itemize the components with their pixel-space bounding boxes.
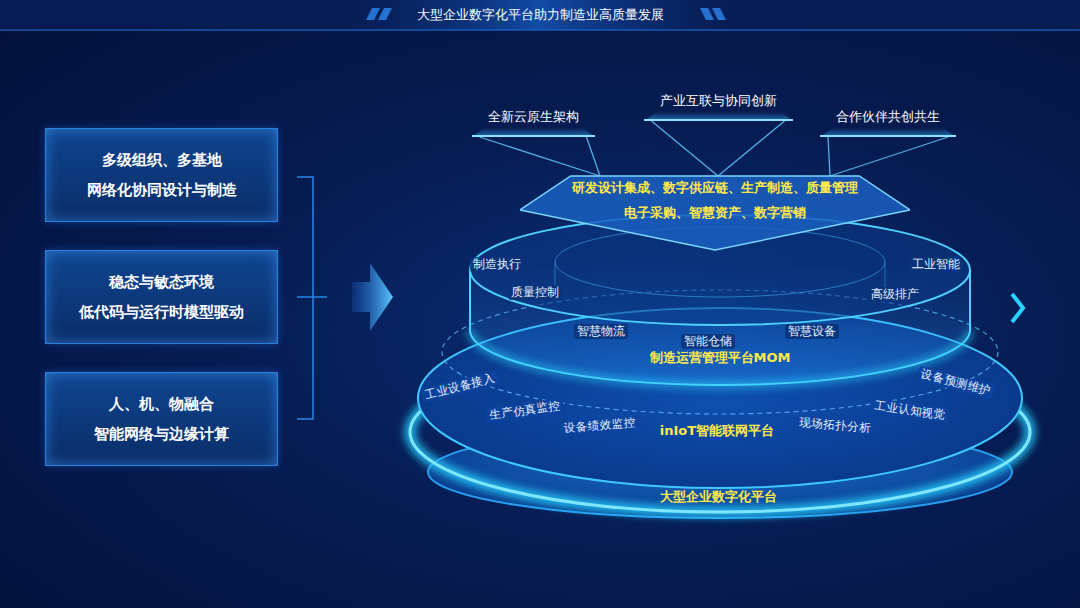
platform-layer: 制造运营管理平台MOM (644, 348, 797, 368)
node-text: 全新云原生架构 (488, 108, 579, 126)
ring-item: 智能仓储 (681, 334, 735, 349)
converging-line (480, 137, 601, 176)
node-text: 稳态与敏态环境 低代码与运行时模型驱动 (62, 267, 262, 327)
ring-item: 高级排产 (868, 287, 922, 302)
application-plate: 研发设计集成、数字供应链、生产制造、质量管理 电子采购、智慧资产、数字营销 (520, 175, 910, 251)
node-text: 多级组织、多基地 网络化协同设计与制造 (62, 145, 262, 205)
pillar-band (820, 128, 956, 137)
node-text: 大型企业数字化平台 (660, 488, 777, 506)
node-text: inIoT智能联网平台 (660, 422, 774, 440)
pillar-label: 全新云原生架构 (472, 105, 595, 137)
ring-item: 智慧物流 (574, 324, 628, 339)
node-text: 研发设计集成、数字供应链、生产制造、质量管理 电子采购、智慧资产、数字营销 (555, 175, 875, 225)
ring-item: 工业智能 (909, 257, 963, 272)
pillar-label: 产业互联与协同创新 (644, 89, 793, 121)
node-text: 产业互联与协同创新 (660, 92, 777, 110)
pillar-line (472, 135, 595, 137)
pillar-line (644, 119, 793, 121)
platform-layer: 大型企业数字化平台 (654, 487, 783, 507)
feature-box: 稳态与敏态环境 低代码与运行时模型驱动 (45, 250, 278, 344)
ring-item: 设备绩效监控 (561, 415, 640, 435)
ring-item: 工业认知视觉 (870, 397, 949, 423)
title: 大型企业数字化平台助力制造业高质量发展 (417, 6, 664, 24)
ring-item: 工业设备接入 (420, 369, 499, 402)
feature-box: 人、机、物融合 智能网络与边缘计算 (45, 372, 278, 466)
feature-box: 多级组织、多基地 网络化协同设计与制造 (45, 128, 278, 222)
pillar-line (820, 135, 956, 137)
converging-line (828, 137, 948, 176)
pillar-band (472, 128, 595, 137)
ring-item: 智慧设备 (785, 324, 839, 339)
ring-item: 设备预测维护 (916, 365, 995, 398)
pillar-band (644, 112, 793, 121)
ring-item: 质量控制 (508, 285, 562, 300)
ring-item: 制造执行 (470, 257, 524, 272)
pillar-label: 合作伙伴共创共生 (820, 105, 956, 137)
node-text: 制造运营管理平台MOM (650, 349, 791, 367)
converging-line (652, 121, 785, 176)
plate-outline (520, 176, 910, 250)
node-text: 人、机、物融合 智能网络与边缘计算 (62, 389, 262, 449)
ring-item: 现场拓扑分析 (796, 415, 875, 435)
node-text: 合作伙伴共创共生 (836, 108, 940, 126)
ring-item: 生产仿真监控 (485, 397, 564, 423)
platform-layer: inIoT智能联网平台 (654, 421, 780, 441)
